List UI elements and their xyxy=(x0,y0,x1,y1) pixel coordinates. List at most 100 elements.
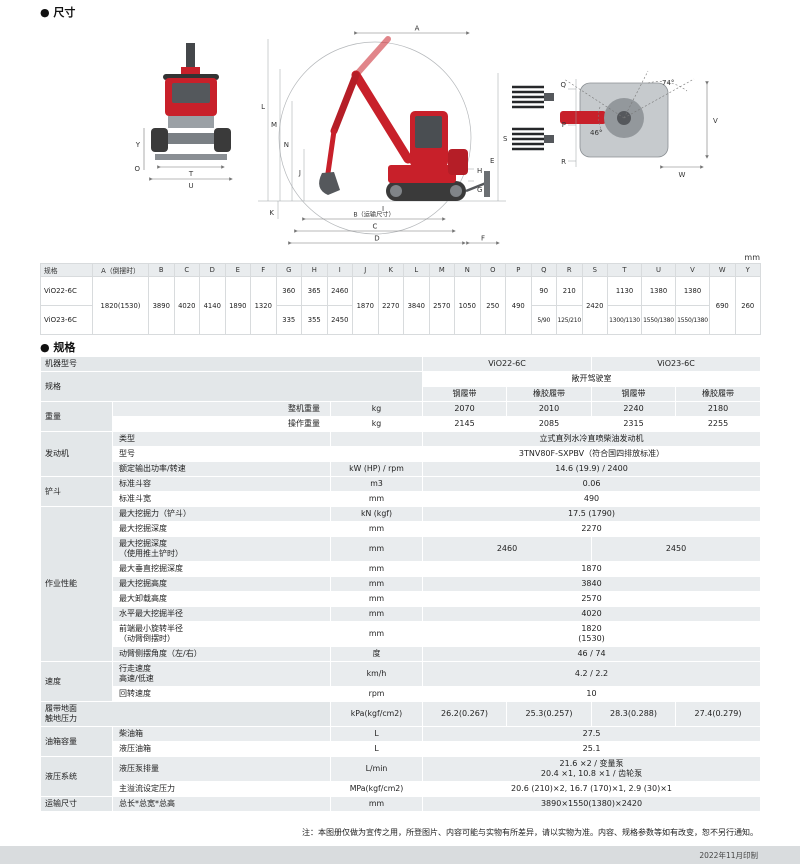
dim-header-g: G xyxy=(275,263,302,277)
spec-label-cell: 类型 xyxy=(112,431,331,447)
dim-header-p: P xyxy=(505,263,532,277)
value-cell: 4.2 / 2.2 xyxy=(422,661,762,687)
swing-angle-fan: 74° 46° xyxy=(563,70,695,137)
dim-cell-f: 1320 xyxy=(250,276,277,335)
value-cell: 2180 xyxy=(675,401,762,417)
dim-cell-k: 2270 xyxy=(377,276,404,335)
unit-cell: mm xyxy=(329,606,424,622)
model-name-cell: ViO22-6C xyxy=(422,356,593,372)
dim-cell-c: 4020 xyxy=(173,276,200,335)
dim-cell-n: 1050 xyxy=(454,276,481,335)
dim-header-f: F xyxy=(250,263,277,277)
value-cell: 立式直列水冷直喷柴油发动机 xyxy=(422,431,762,447)
value-cell: 2010 xyxy=(506,401,593,417)
spec-label-cell: 操作重量 xyxy=(112,416,331,432)
spec-label-cell: 液压油箱 xyxy=(112,741,331,757)
dim-cell-t1: 1130 xyxy=(607,276,642,306)
unit-cell: mm xyxy=(329,536,424,562)
unit-cell: rpm xyxy=(329,686,424,702)
spec-row-track-type: 钢履带 橡胶履带 钢履带 橡胶履带 xyxy=(41,386,762,402)
spec-label-cell: 整机重量 xyxy=(112,401,331,417)
dim-label-o: O xyxy=(134,165,140,173)
dim-cell-g1: 360 xyxy=(275,276,302,306)
dim-label-b-transport: B（运输尺寸） xyxy=(353,211,394,219)
dim-label-g: G xyxy=(477,186,482,194)
unit-cell: km/h xyxy=(329,661,424,687)
value-cell: 27.5 xyxy=(422,726,762,742)
unit-cell: mm xyxy=(329,621,424,647)
dim-label-s: S xyxy=(503,135,508,143)
dim-label-c: C xyxy=(373,223,378,231)
dim-cell-g2: 335 xyxy=(275,305,302,335)
value-cell: 2085 xyxy=(506,416,593,432)
spec-label-cell: 回转速度 xyxy=(112,686,331,702)
value-cell: 21.6 ×2 / 变量泵 20.4 ×1, 10.8 ×1 / 齿轮泵 xyxy=(422,756,762,782)
value-cell: 2270 xyxy=(422,521,762,537)
dim-label-j: J xyxy=(298,169,301,177)
dim-cell-h2: 355 xyxy=(301,305,328,335)
dim-header-r: R xyxy=(556,263,583,277)
spec-row-hydraulic-tank: 液压油箱 L 25.1 xyxy=(41,741,762,757)
dim-cell-q1: 90 xyxy=(530,276,557,306)
dim-model-cell: ViO23-6C xyxy=(40,305,93,335)
spec-row-digging-depth-blade: 最大挖掘深度 （使用推土铲时） mm 2460 2450 xyxy=(41,536,762,562)
dim-header-i: I xyxy=(326,263,353,277)
value-cell: 橡胶履带 xyxy=(506,386,593,402)
unit-cell: m3 xyxy=(329,476,424,492)
value-cell: 2240 xyxy=(591,401,677,417)
blade-comb-bottom xyxy=(512,127,544,151)
spec-label-cell: 标准斗宽 xyxy=(112,491,331,507)
value-cell: 14.6 (19.9) / 2400 xyxy=(422,461,762,477)
unit-cell: kW (HP) / rpm xyxy=(329,461,424,477)
value-cell: 钢履带 xyxy=(591,386,677,402)
spec-row-front-swing-radius: 前端最小旋转半径 （动臂倒摆时） mm 1820 (1530) xyxy=(41,621,762,647)
group-cell: 铲斗 xyxy=(40,476,113,507)
dim-header-spec: 规格 xyxy=(40,263,93,277)
dim-cell-u1: 1380 xyxy=(641,276,676,306)
group-cell: 油箱容量 xyxy=(40,726,113,757)
dim-header-l: L xyxy=(403,263,430,277)
front-view-dimension-lines: Y O T U xyxy=(134,128,233,190)
unit-cell: mm xyxy=(329,796,424,812)
dim-header-w: W xyxy=(709,263,736,277)
spec-label-cell: 主溢流设定压力 xyxy=(112,781,331,797)
footer-bar: 2022年11月印制 xyxy=(0,846,800,864)
spec-row-transport-dims: 运输尺寸 总长*总宽*总高 mm 3890×1550(1380)×2420 xyxy=(40,796,762,812)
swing-angle-lower-label: 46° xyxy=(590,129,602,137)
value-cell: 钢履带 xyxy=(422,386,508,402)
excavator-top-view: 74° 46° Q P R V W xyxy=(512,70,718,179)
value-cell: 17.5 (1790) xyxy=(422,506,762,522)
value-cell: 25.3(0.257) xyxy=(506,701,593,727)
value-cell: 4020 xyxy=(422,606,762,622)
value-cell: 1870 xyxy=(422,561,762,577)
value-cell: 25.1 xyxy=(422,741,762,757)
dim-label-e: E xyxy=(490,157,494,165)
group-cell: 规格 xyxy=(39,371,424,402)
spec-label-cell: 动臂侧摆角度（左/右） xyxy=(112,646,331,662)
dim-label-d: D xyxy=(374,235,379,243)
group-cell: 履带地面 触地压力 xyxy=(40,701,331,727)
value-cell: 橡胶履带 xyxy=(675,386,762,402)
value-cell: 27.4(0.279) xyxy=(675,701,762,727)
spec-label-cell: 柴油箱 xyxy=(112,726,331,742)
unit-cell: mm xyxy=(329,491,424,507)
dim-header-d: D xyxy=(199,263,226,277)
unit-cell: 度 xyxy=(329,646,424,662)
spec-row-engine-type: 发动机 类型 立式直列水冷直喷柴油发动机 xyxy=(40,431,762,477)
spec-label-cell: 型号 xyxy=(112,446,331,462)
spec-label-cell: 最大挖掘深度 （使用推土铲时） xyxy=(112,536,331,562)
model-name-cell: ViO23-6C xyxy=(591,356,762,372)
dim-cell-v2: 1550/1380 xyxy=(675,305,710,335)
dim-header-t: T xyxy=(607,263,642,277)
value-cell: 28.3(0.288) xyxy=(591,701,677,727)
dim-header-k: K xyxy=(377,263,404,277)
spec-label-cell: 行走速度 高速/低速 xyxy=(112,661,331,687)
dim-label-r: R xyxy=(561,158,566,166)
dim-cell-s: 2420 xyxy=(581,276,608,335)
value-cell: 46 / 74 xyxy=(422,646,762,662)
dim-cell-y: 260 xyxy=(734,276,761,335)
spec-label-cell: 液压泵排量 xyxy=(112,756,331,782)
dim-header-m: M xyxy=(428,263,455,277)
dim-header-v: V xyxy=(675,263,710,277)
spec-row-engine-model: 型号 3TNV80F-SXPBV（符合国四排放标准） xyxy=(41,446,762,462)
